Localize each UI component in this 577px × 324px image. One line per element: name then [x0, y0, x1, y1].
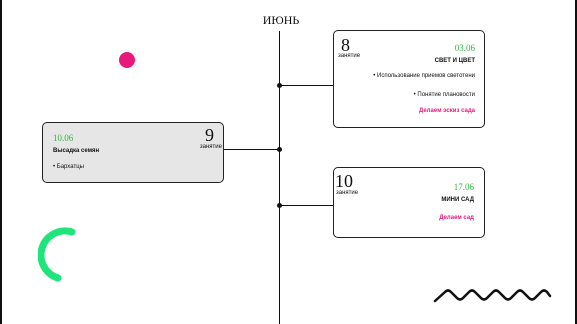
- timeline-node-9: [277, 147, 282, 152]
- lesson-number: 8: [341, 35, 350, 55]
- lesson-date: 17.06: [453, 182, 474, 192]
- lesson-title: СВЕТ И ЦВЕТ: [434, 58, 475, 64]
- lesson-number-label: занятие: [336, 190, 359, 196]
- lesson-number: 10: [335, 171, 353, 191]
- lesson-date: 10.06: [53, 133, 74, 143]
- lesson-title: МИНИ САД: [441, 197, 474, 203]
- lesson-number: 9: [205, 125, 214, 145]
- lesson-card-10[interactable]: 10 занятие 17.06 МИНИ САД Делаем сад: [333, 167, 485, 238]
- month-label: ИЮНЬ: [262, 13, 300, 27]
- lesson-bullet: • Использование приемов светотени: [373, 73, 475, 79]
- lesson-date: 03.06: [454, 43, 475, 53]
- lesson-title: Высадка семян: [53, 148, 100, 154]
- connector-card-9: [223, 149, 280, 150]
- lesson-bullet: • Бархатцы: [53, 164, 84, 170]
- lesson-card-8[interactable]: 8 занятие 03.06 СВЕТ И ЦВЕТ • Использова…: [333, 30, 485, 128]
- lesson-number-label: занятие: [199, 144, 222, 150]
- timeline-axis: [279, 31, 280, 324]
- green-arc-decoration: [38, 227, 76, 282]
- pink-dot-decoration: [119, 52, 135, 68]
- lesson-task-link[interactable]: Делаем эскиз сада: [418, 108, 475, 114]
- timeline-node-10: [277, 203, 282, 208]
- lesson-number-label: занятие: [338, 53, 361, 59]
- lesson-card-9[interactable]: 10.06 Высадка семян • Бархатцы 9 занятие: [42, 122, 224, 183]
- lesson-task-link[interactable]: Делаем сад: [439, 215, 474, 221]
- timeline-node-8: [277, 83, 282, 88]
- zigzag-wave-decoration: [433, 289, 552, 303]
- connector-card-10: [279, 205, 333, 206]
- lesson-bullet: • Понятие плановости: [413, 92, 475, 98]
- connector-card-8: [279, 85, 333, 86]
